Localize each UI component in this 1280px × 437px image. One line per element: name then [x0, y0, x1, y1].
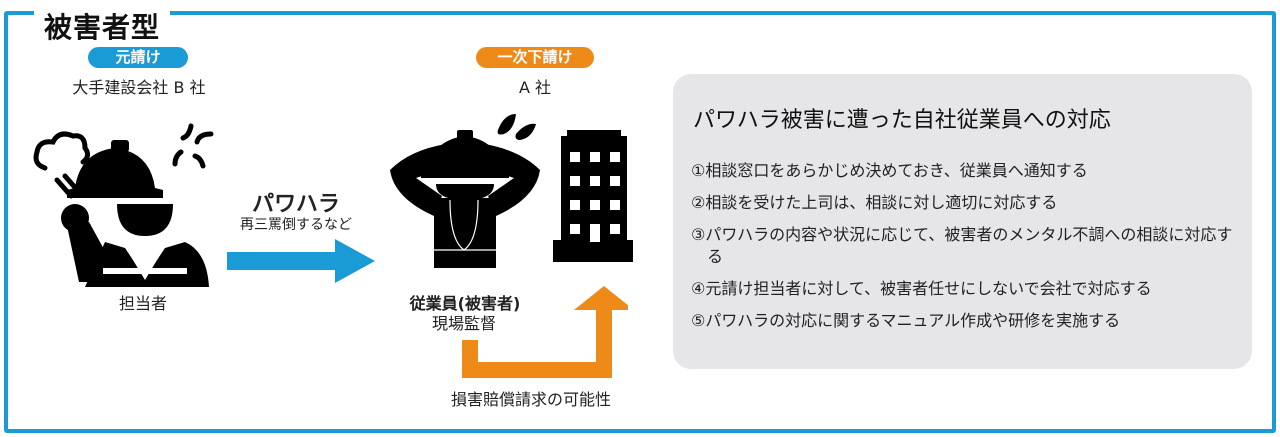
prime-contractor-badge: 元請け [88, 47, 188, 68]
distressed-worker-icon [390, 114, 540, 268]
response-list: ①相談窓口をあらかじめ決めておき、従業員へ通知する ②相談を受けた上司は、相談に… [691, 160, 1246, 342]
response-item: ⑤パワハラの対応に関するマニュアル作成や研修を実施する [691, 311, 1121, 330]
subcontractor-badge: 一次下請け [476, 47, 594, 68]
response-item: ②相談を受けた上司は、相談に対し適切に対応する [691, 193, 1058, 212]
up-arrow-icon [462, 286, 628, 378]
damages-claim-label: 損害賠償請求の可能性 [450, 390, 611, 409]
prime-contractor-person-label: 担当者 [118, 294, 167, 313]
response-item: ①相談窓口をあらかじめ決めておき、従業員へ通知する [691, 161, 1088, 180]
response-item: ③パワハラの内容や状況に応じて、被害者のメンタル不調への相談に対応する [691, 225, 1233, 266]
victim-employee-label: 従業員(被害者) [409, 294, 521, 313]
response-panel: パワハラ被害に遭った自社従業員への対応 ①相談窓口をあらかじめ決めておき、従業員… [673, 74, 1252, 369]
harassment-arrow-title: パワハラ [252, 192, 340, 217]
company-building-icon [553, 130, 633, 262]
subcontractor-company: A 社 [518, 78, 552, 97]
harassment-arrow-subtitle: 再三罵倒するなど [240, 217, 352, 233]
victim-type-frame: 被害者型 [4, 11, 1276, 433]
response-panel-title: パワハラ被害に遭った自社従業員への対応 [693, 108, 1111, 133]
right-arrow-icon [227, 239, 375, 283]
response-item: ④元請け担当者に対して、被害者任せにしないで会社で対応する [691, 279, 1152, 298]
angry-worker-icon [33, 123, 214, 287]
victim-role-label: 現場監督 [431, 314, 496, 333]
frame-title: 被害者型 [34, 11, 171, 45]
prime-contractor-company: 大手建設会社 B 社 [72, 78, 206, 97]
